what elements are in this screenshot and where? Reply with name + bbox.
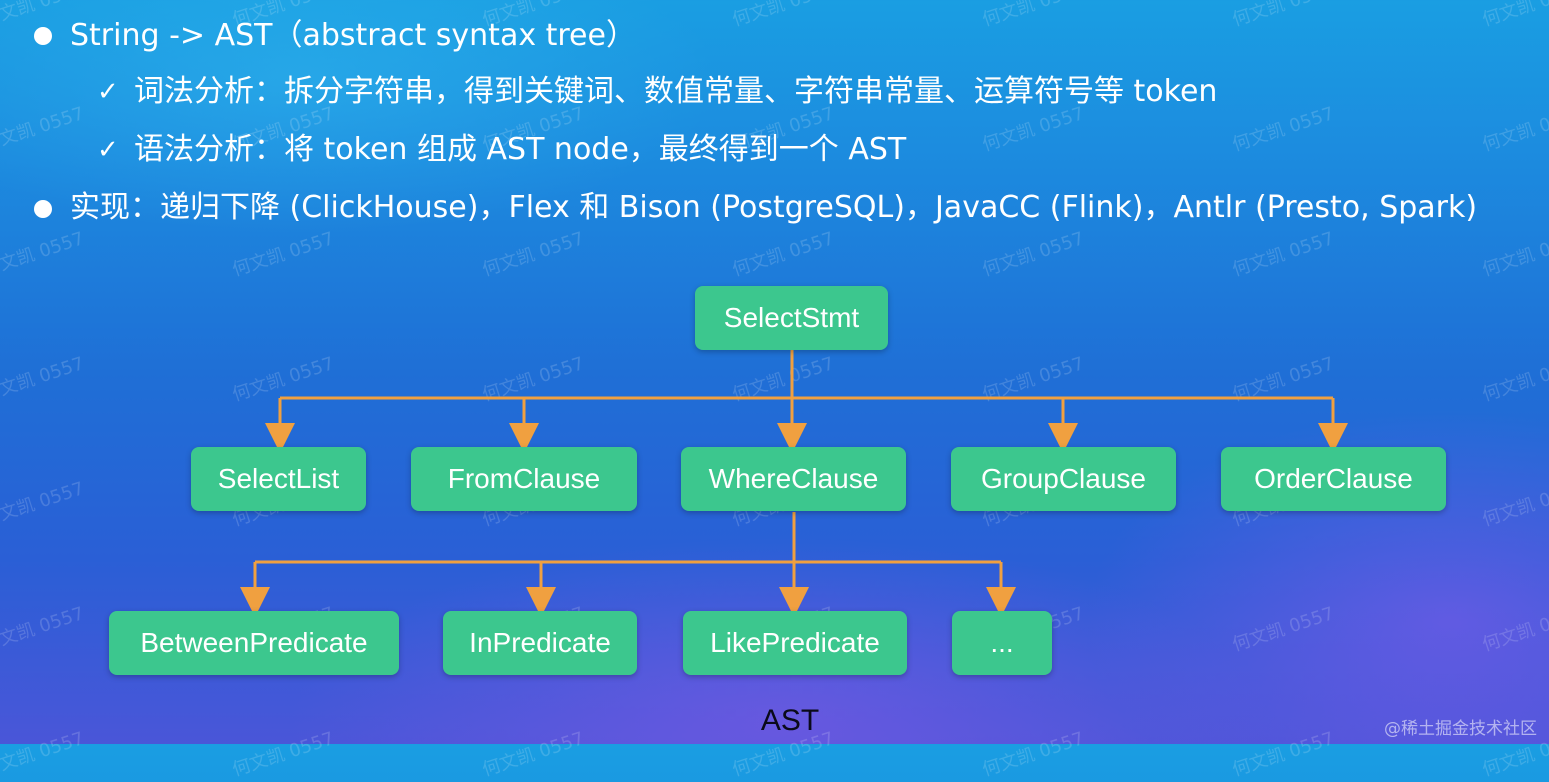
node-ellipsis: ... bbox=[952, 611, 1052, 675]
bullet-item: 实现：递归下降 (ClickHouse)，Flex 和 Bison (Postg… bbox=[70, 190, 1478, 225]
bullet-dot-icon bbox=[34, 27, 52, 45]
node-select-list: SelectList bbox=[191, 447, 366, 511]
node-between-predicate: BetweenPredicate bbox=[109, 611, 399, 675]
sub-bullet-item: 语法分析：将 token 组成 AST node，最终得到一个 AST bbox=[134, 132, 907, 167]
bullet-dot-icon bbox=[34, 200, 52, 218]
sub-bullet-item: 词法分析：拆分字符串，得到关键词、数值常量、字符串常量、运算符号等 token bbox=[134, 74, 1218, 109]
node-group-clause: GroupClause bbox=[951, 447, 1176, 511]
ast-connectors bbox=[240, 350, 1348, 617]
node-in-predicate: InPredicate bbox=[443, 611, 637, 675]
node-like-predicate: LikePredicate bbox=[683, 611, 907, 675]
node-select-stmt: SelectStmt bbox=[695, 286, 888, 350]
node-where-clause: WhereClause bbox=[681, 447, 906, 511]
checkmark-icon: ✓ bbox=[97, 135, 119, 165]
node-order-clause: OrderClause bbox=[1221, 447, 1446, 511]
credit-watermark: @稀土掘金技术社区 bbox=[1384, 719, 1537, 739]
checkmark-icon: ✓ bbox=[97, 77, 119, 107]
bullet-item: String -> AST（abstract syntax tree） bbox=[70, 18, 636, 53]
diagram-caption: AST bbox=[760, 704, 820, 737]
node-from-clause: FromClause bbox=[411, 447, 637, 511]
